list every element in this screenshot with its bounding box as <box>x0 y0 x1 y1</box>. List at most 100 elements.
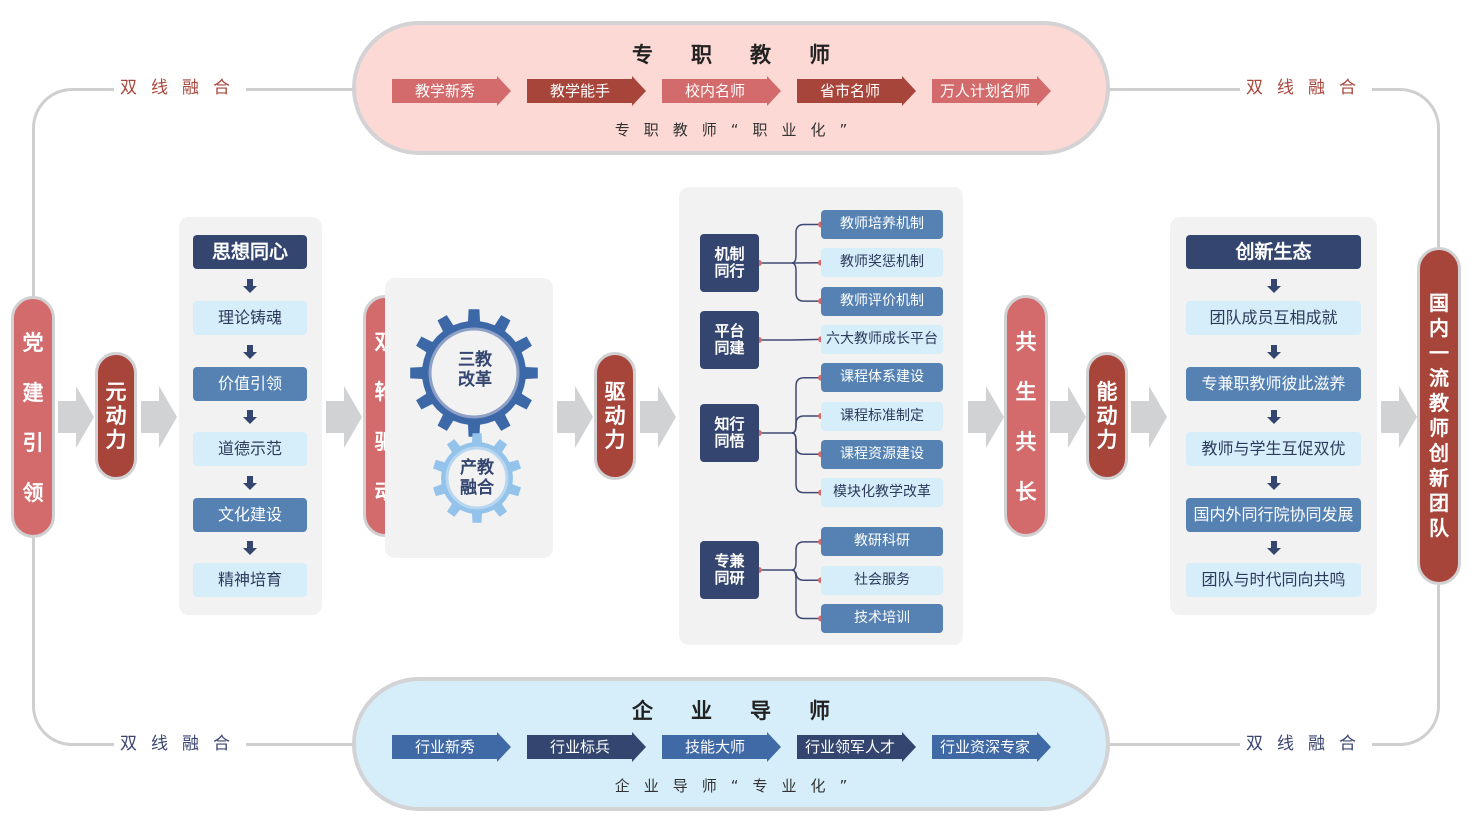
fulltime-step-label: 万人计划名师 <box>939 82 1030 100</box>
down-arrow-icon <box>243 541 257 555</box>
fusion-label-bottom-left: 双线融合 <box>114 733 246 755</box>
thought-unity-item: 文化建设 <box>193 497 307 532</box>
industry-education-gear-icon <box>433 433 521 523</box>
fulltime-step-5: 万人计划名师 <box>932 76 1051 106</box>
fulltime-step-label: 校内名师 <box>684 82 745 100</box>
fulltime-step-3: 校内名师 <box>662 76 781 106</box>
tree-node-label: 知行同悟 <box>714 415 745 450</box>
fulltime-teacher-steps: 教学新秀 教学能手 校内名师 省市名师 万人计划名师 <box>392 76 1051 106</box>
enterprise-step-label: 行业领军人才 <box>804 738 895 756</box>
enterprise-mentor-title: 企业导师 <box>632 699 868 723</box>
innovation-ecology-header: 创新生态 <box>1186 235 1361 269</box>
gear-big-line2: 改革 <box>458 370 492 390</box>
pill-char: 共 <box>1015 430 1037 454</box>
thought-unity-item: 精神培育 <box>193 563 307 597</box>
active-force-pill: 能动力 <box>1086 352 1128 480</box>
pill-char: 动 <box>604 404 626 428</box>
fusion-label-bottom-right: 双线融合 <box>1240 733 1372 755</box>
fulltime-teacher-capsule: 专职教师 教学新秀教学能手校内名师省市名师万人计划名师 专职教师“职业化” <box>352 21 1110 155</box>
down-arrow-icon <box>1266 344 1281 359</box>
fusion-label-top-right: 双线融合 <box>1240 77 1372 99</box>
fulltime-step-label: 教学能手 <box>549 82 610 100</box>
three-teaching-reform-label: 三教 改革 <box>449 350 501 390</box>
pill-char: 生 <box>1015 380 1037 404</box>
enterprise-step-4: 行业领军人才 <box>797 732 916 762</box>
flow-arrow-7 <box>1050 386 1086 448</box>
fulltime-step-4: 省市名师 <box>797 76 916 106</box>
enterprise-step-5: 行业资深专家 <box>932 732 1051 762</box>
flow-arrow-3 <box>326 386 362 448</box>
flow-arrow-2 <box>141 386 177 448</box>
fulltime-step-2: 教学能手 <box>527 76 646 106</box>
tree-node-label: 平台同建 <box>714 322 745 357</box>
thought-unity-item: 价值引领 <box>193 366 307 401</box>
enterprise-mentor-subtitle: 企业导师“专业化” <box>614 777 862 795</box>
tree-leaf: 模块化教学改革 <box>821 478 943 508</box>
tree-leaf: 教师奖惩机制 <box>821 248 943 278</box>
flow-arrow-9 <box>1381 386 1417 448</box>
fulltime-step-1: 教学新秀 <box>392 76 511 106</box>
fulltime-teacher-title: 专职教师 <box>632 43 868 67</box>
innovation-ecology-item: 教师与学生互促双优 <box>1186 432 1361 466</box>
down-arrow-icon <box>1266 475 1281 490</box>
gear-small-line1: 产教 <box>460 458 494 478</box>
tree-connector <box>791 262 821 302</box>
down-arrow-icon <box>1266 410 1281 424</box>
pill-char: 创 <box>1429 441 1449 465</box>
enterprise-step-label: 技能大师 <box>684 738 745 756</box>
pill-char: 一 <box>1429 341 1449 365</box>
enterprise-step-2: 行业标兵 <box>527 732 646 762</box>
gear-big-line1: 三教 <box>458 350 492 370</box>
driving-force-pill: 驱动力 <box>594 352 636 480</box>
innovation-ecology-item: 国内外同行院协同发展 <box>1186 497 1361 532</box>
flow-arrow-4 <box>557 386 593 448</box>
pill-char: 团 <box>1429 491 1449 515</box>
pill-char: 长 <box>1015 480 1037 504</box>
tree-node-label: 专兼同研 <box>714 552 745 587</box>
innovation-ecology-panel: 创新生态 团队成员互相成就专兼职教师彼此滋养教师与学生互促双优国内外同行院协同发… <box>1170 217 1377 615</box>
pill-char: 动 <box>1096 404 1118 428</box>
pill-char: 领 <box>22 481 44 505</box>
pill-char: 队 <box>1429 516 1449 540</box>
tree-leaf: 课程资源建设 <box>821 439 943 469</box>
tree-node-label: 机制同行 <box>714 245 745 280</box>
flow-arrow-8 <box>1131 386 1167 448</box>
tree-connector <box>791 432 821 494</box>
enterprise-step-3: 技能大师 <box>662 732 781 762</box>
enterprise-step-label: 行业资深专家 <box>939 738 1030 756</box>
pill-char: 力 <box>105 428 127 452</box>
tree-leaf: 社会服务 <box>821 565 943 595</box>
pill-char: 动 <box>105 404 127 428</box>
enterprise-mentor-capsule: 企业导师 行业新秀 行业标兵 技能大师 行业领军人才 行业资深专家 企业导师“专业化” <box>352 677 1110 811</box>
three-teaching-reform-gear-icon <box>410 309 538 437</box>
tree-leaf: 教师培养机制 <box>821 210 943 239</box>
party-leadership-pill: 党建引领 <box>11 296 55 538</box>
fusion-label-top-left: 双线融合 <box>114 77 246 99</box>
enterprise-mentor-steps: 行业新秀 行业标兵 技能大师 行业领军人才 行业资深专家 <box>392 732 1051 762</box>
flow-arrow-6 <box>968 386 1004 448</box>
down-arrow-icon <box>243 410 257 424</box>
pill-char: 国 <box>1429 291 1449 315</box>
collaboration-tree-panel: 机制同行教师培养机制教师奖惩机制教师评价机制平台同建六大教师成长平台知行同悟课程… <box>679 187 963 645</box>
flow-arrow-5 <box>640 386 676 448</box>
pill-char: 力 <box>604 428 626 452</box>
tree-leaf: 技术培训 <box>821 604 943 633</box>
pill-char: 党 <box>22 331 44 355</box>
tree-leaf: 教师评价机制 <box>821 286 943 316</box>
primary-motive-pill: 元动力 <box>95 352 137 480</box>
tree-leaf: 六大教师成长平台 <box>821 324 943 354</box>
pill-char: 元 <box>105 380 127 404</box>
goal-team-pill: 国内一流教师创新团队 <box>1417 247 1461 585</box>
tree-connector <box>791 541 821 571</box>
co-growth-pill: 共生共长 <box>1004 295 1048 537</box>
tree-connector <box>791 415 821 434</box>
down-arrow-icon <box>243 475 257 490</box>
thought-unity-item: 道德示范 <box>193 432 307 466</box>
tree-leaf: 课程体系建设 <box>821 363 943 393</box>
enterprise-step-label: 行业新秀 <box>414 738 475 756</box>
down-arrow-icon <box>243 344 257 359</box>
pill-char: 流 <box>1429 366 1449 390</box>
fulltime-step-label: 省市名师 <box>819 82 880 100</box>
thought-unity-header: 思想同心 <box>193 235 307 269</box>
tree-connector <box>791 338 822 341</box>
